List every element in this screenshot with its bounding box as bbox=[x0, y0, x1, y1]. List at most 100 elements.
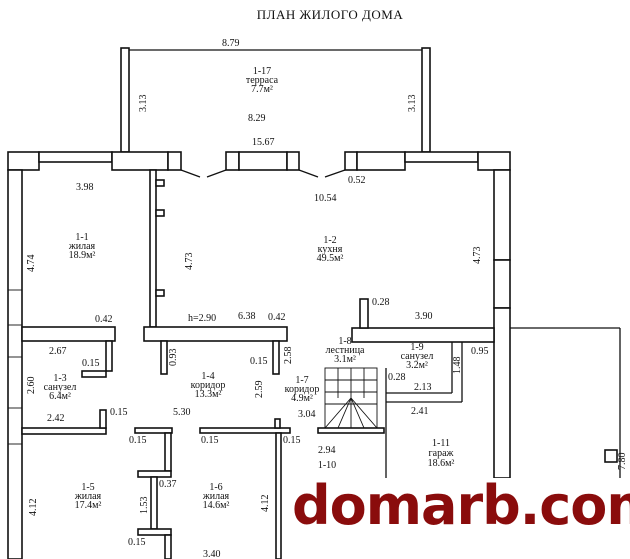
plan-line bbox=[359, 298, 369, 329]
room-label-text: санузел bbox=[44, 382, 77, 393]
plan-line bbox=[206, 169, 227, 178]
plan-line bbox=[137, 470, 172, 478]
plan-line bbox=[81, 370, 107, 378]
dimension-labels: 8.79 3.13 3.13 8.29 15.67 3.98 10.54 0.5… bbox=[26, 38, 628, 559]
dimension-label: 5.30 bbox=[173, 407, 191, 418]
dimension-label: 8.29 bbox=[248, 113, 266, 124]
room-label-text: 18.9м² bbox=[69, 250, 96, 261]
plan-line bbox=[164, 534, 172, 559]
room-label-text: 1-9 bbox=[410, 342, 423, 353]
dimension-label: 0.15 bbox=[129, 435, 147, 446]
room-label-text: 1-17 bbox=[253, 66, 271, 77]
plan-line bbox=[274, 418, 281, 429]
dimension-label: 2.67 bbox=[49, 346, 67, 357]
dimension-label: 1.53 bbox=[139, 497, 150, 515]
room-label-text: лестница bbox=[326, 345, 366, 356]
plan-line bbox=[155, 209, 165, 217]
room-label-text: терраса bbox=[246, 75, 279, 86]
plan-line bbox=[344, 151, 358, 171]
watermark-text: domarb.com bbox=[292, 474, 630, 537]
plan-line bbox=[120, 47, 130, 153]
dimension-label: 10.54 bbox=[314, 193, 337, 204]
room-label-text: 1-8 bbox=[338, 336, 351, 347]
dimension-label: 0.93 bbox=[168, 349, 179, 367]
plan-line bbox=[350, 397, 365, 429]
plan-line bbox=[493, 307, 511, 479]
plan-line bbox=[272, 340, 280, 375]
plan-line bbox=[604, 449, 618, 463]
room-label-text: 1-4 bbox=[201, 371, 214, 382]
plan-line bbox=[324, 169, 346, 178]
room-label-text: 18.6м² bbox=[428, 458, 455, 469]
dimension-label: 2.94 bbox=[318, 445, 336, 456]
room-label-text: 6.4м² bbox=[49, 391, 71, 402]
dimension-label: 3.04 bbox=[298, 409, 316, 420]
plan-line bbox=[337, 397, 352, 429]
dimension-label: 3.40 bbox=[203, 549, 221, 559]
dimension-label: 2.60 bbox=[26, 377, 37, 395]
room-label-text: 17.4м² bbox=[75, 500, 102, 511]
dimension-label: 4.73 bbox=[184, 253, 195, 271]
dimension-label: 2.42 bbox=[47, 413, 65, 424]
plan-line bbox=[225, 151, 240, 171]
room-label-text: 1-5 bbox=[81, 482, 94, 493]
dimension-label: 0.28 bbox=[372, 297, 390, 308]
dimension-label: 4.12 bbox=[260, 495, 271, 513]
room-label-text: 1-1 bbox=[75, 232, 88, 243]
plan-line bbox=[493, 169, 511, 261]
dimension-label: 2.59 bbox=[254, 381, 265, 399]
plan-line bbox=[164, 432, 172, 472]
room-label-text: жилая bbox=[68, 241, 96, 252]
dimension-label: 0.42 bbox=[268, 312, 286, 323]
room-1-10: 1-10 bbox=[318, 460, 336, 471]
dimension-label: 0.52 bbox=[348, 175, 366, 186]
plan-line bbox=[150, 476, 158, 530]
plan-line bbox=[137, 528, 172, 536]
dimension-label: 7.80 bbox=[617, 453, 628, 471]
dimension-label: 0.28 bbox=[388, 372, 406, 383]
room-label-text: гараж bbox=[429, 448, 454, 459]
room-label-text: коридор bbox=[285, 384, 320, 395]
room-label-text: 1-7 bbox=[295, 375, 308, 386]
plan-line bbox=[356, 151, 406, 171]
walls bbox=[7, 47, 621, 559]
room-label-text: 7.7м² bbox=[251, 84, 273, 95]
plan-line bbox=[350, 397, 378, 429]
plan-line bbox=[21, 427, 107, 435]
plan-line bbox=[199, 427, 291, 434]
plan-line bbox=[275, 432, 282, 559]
plan-line bbox=[111, 151, 169, 171]
plan-line bbox=[134, 427, 173, 434]
plan-line bbox=[143, 326, 288, 342]
room-label-text: 4.9м² bbox=[291, 393, 313, 404]
room-label-text: 1-2 bbox=[323, 235, 336, 246]
dimension-label: 4.73 bbox=[472, 247, 483, 265]
room-label-text: 49.5м² bbox=[317, 253, 344, 264]
dimension-label: 0.15 bbox=[110, 407, 128, 418]
plan-line bbox=[38, 151, 113, 163]
plan-line bbox=[7, 151, 40, 171]
dimension-label: 0.15 bbox=[201, 435, 219, 446]
dimension-label: 0.15 bbox=[128, 537, 146, 548]
room-label-text: санузел bbox=[401, 351, 434, 362]
dimension-label: 0.15 bbox=[82, 358, 100, 369]
room-label-text: 13.3м² bbox=[195, 389, 222, 400]
room-label-text: 3.1м² bbox=[334, 354, 356, 365]
plan-line bbox=[351, 327, 495, 343]
plan-line bbox=[493, 259, 511, 309]
dimension-label: 8.79 bbox=[222, 38, 240, 49]
plan-line bbox=[421, 47, 431, 153]
dimension-label: 4.74 bbox=[26, 255, 37, 273]
room-label-text: коридор bbox=[191, 380, 226, 391]
plan-line bbox=[180, 169, 201, 178]
